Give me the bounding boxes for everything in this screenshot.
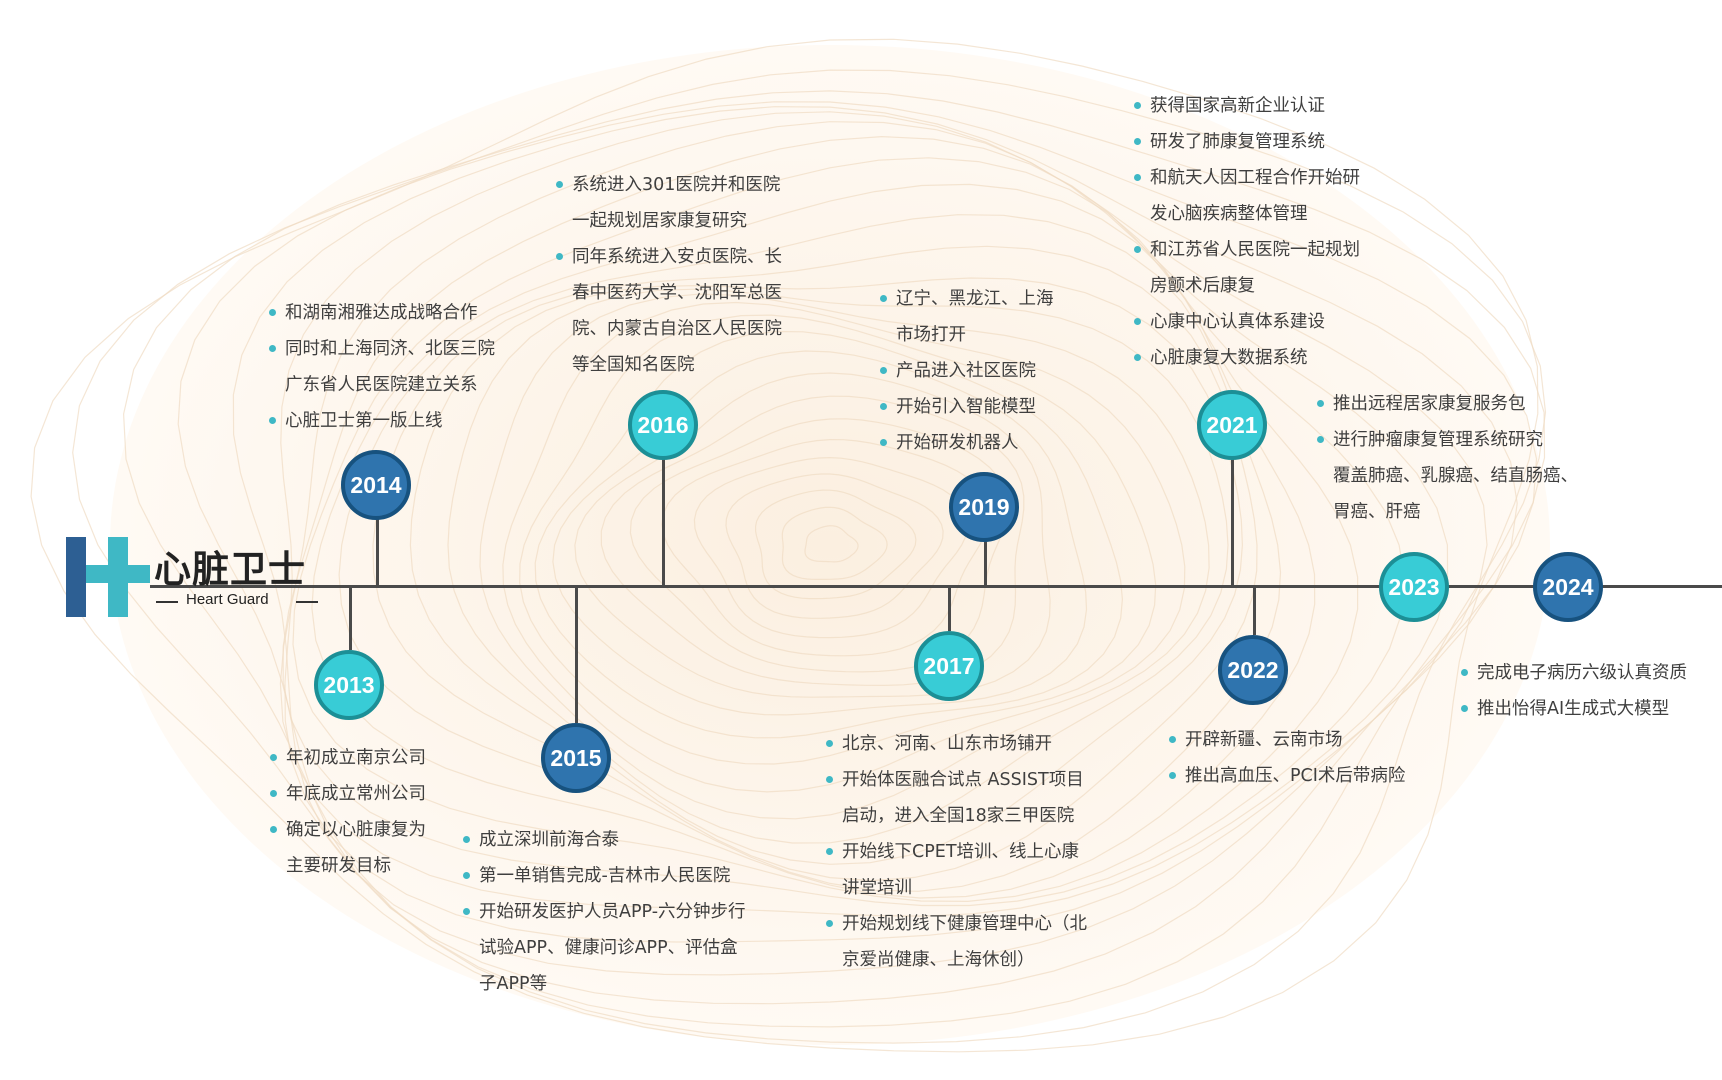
- year-node-2016: 2016: [628, 390, 698, 460]
- stem-2014: [376, 518, 379, 586]
- milestone-item: 心康中心认真体系建设: [1134, 304, 1404, 340]
- year-node-2019: 2019: [949, 472, 1019, 542]
- stem-2016: [662, 458, 665, 586]
- contour-line: [280, 111, 1488, 943]
- contour-line: [409, 277, 1244, 865]
- contour-line: [177, 101, 1538, 1005]
- milestone-item: 北京、河南、山东市场铺开: [826, 726, 1126, 762]
- milestone-item: 开始引入智能模型: [880, 389, 1100, 425]
- milestone-item: 推出远程居家康复服务包: [1317, 386, 1637, 422]
- milestone-item: 进行肿瘤康复管理系统研究 覆盖肺癌、乳腺癌、结直肠癌、 胃癌、肝癌: [1317, 422, 1637, 530]
- contour-line: [552, 350, 1088, 716]
- stem-2021: [1231, 458, 1234, 586]
- milestone-item: 开始规划线下健康管理中心（北 京爱尚健康、上海休创）: [826, 906, 1126, 978]
- milestone-list-2021: 获得国家高新企业认证 研发了肺康复管理系统 和航天人因工程合作开始研 发心脑疾病…: [1134, 88, 1404, 376]
- timeline-axis: [150, 585, 1722, 588]
- brand-logo: 心脏卫士 Heart Guard: [66, 535, 326, 620]
- contour-line: [479, 293, 1210, 820]
- milestone-item: 产品进入社区医院: [880, 353, 1100, 389]
- milestone-item: 系统进入301医院并和医院 一起规划居家康复研究: [556, 167, 806, 239]
- contour-line: [72, 69, 1547, 1044]
- brand-name-en: Heart Guard: [186, 591, 269, 608]
- milestone-list-2016: 系统进入301医院并和医院 一起规划居家康复研究 同年系统进入安贞医院、长 春中…: [556, 167, 806, 383]
- milestone-item: 和江苏省人民医院一起规划 房颤术后康复: [1134, 232, 1404, 304]
- year-node-2024: 2024: [1533, 552, 1603, 622]
- stem-2022: [1253, 587, 1256, 635]
- contour-line: [534, 330, 1124, 739]
- contour-line: [279, 121, 1449, 917]
- contour-line: [804, 525, 859, 563]
- milestone-item: 第一单销售完成-吉林市人民医院: [463, 858, 793, 894]
- milestone-item: 开始研发医护人员APP-六分钟步行 试验APP、健康问诊APP、评估盒 子APP…: [463, 894, 793, 1002]
- year-node-2022: 2022: [1218, 635, 1288, 705]
- stem-2015: [575, 587, 578, 723]
- contour-line: [781, 506, 888, 580]
- milestone-item: 和湖南湘雅达成战略合作: [269, 295, 549, 331]
- milestone-item: 开始线下CPET培训、线上心康 讲堂培训: [826, 834, 1126, 906]
- milestone-item: 辽宁、黑龙江、上海 市场打开: [880, 281, 1100, 353]
- brand-name-cn: 心脏卫士: [154, 548, 306, 591]
- contour-line: [693, 456, 969, 639]
- year-node-2023: 2023: [1379, 552, 1449, 622]
- milestone-list-2017: 北京、河南、山东市场铺开 开始体医融合试点 ASSIST项目 启动，进入全国18…: [826, 726, 1126, 978]
- contour-line: [519, 314, 1157, 765]
- contour-line: [372, 245, 1258, 882]
- milestone-item: 心脏卫士第一版上线: [269, 403, 549, 439]
- stem-2017: [948, 587, 951, 631]
- contour-line: [232, 106, 1518, 976]
- milestone-list-2019: 辽宁、黑龙江、上海 市场打开 产品进入社区医院 开始引入智能模型 开始研发机器人: [880, 281, 1100, 461]
- year-node-2017: 2017: [914, 631, 984, 701]
- contour-line: [447, 288, 1229, 844]
- contour-line: [30, 38, 1539, 1053]
- heart-guard-h-icon: [66, 537, 150, 617]
- logo-rule-right: [296, 601, 318, 603]
- milestone-item: 同时和上海同济、北医三院 广东省人民医院建立关系: [269, 331, 549, 403]
- milestone-item: 开始研发机器人: [880, 425, 1100, 461]
- milestone-item: 心脏康复大数据系统: [1134, 340, 1404, 376]
- milestone-list-2023: 推出远程居家康复服务包 进行肿瘤康复管理系统研究 覆盖肺癌、乳腺癌、结直肠癌、 …: [1317, 386, 1637, 530]
- stem-2019: [984, 540, 987, 586]
- year-node-2013: 2013: [314, 650, 384, 720]
- contour-line: [725, 473, 944, 619]
- milestone-item: 成立深圳前海合泰: [463, 822, 793, 858]
- contour-line: [122, 90, 1546, 1028]
- contour-line: [502, 301, 1186, 793]
- contour-line: [755, 489, 917, 600]
- year-node-2021: 2021: [1197, 390, 1267, 460]
- year-node-2015: 2015: [541, 723, 611, 793]
- milestone-item: 和航天人因工程合作开始研 发心脑疾病整体管理: [1134, 160, 1404, 232]
- milestone-item: 推出高血压、PCI术后带病险: [1169, 758, 1459, 794]
- milestone-item: 开始体医融合试点 ASSIST项目 启动，进入全国18家三甲医院: [826, 762, 1126, 834]
- milestone-item: 开辟新疆、云南市场: [1169, 722, 1459, 758]
- milestone-item: 获得国家高新企业认证: [1134, 88, 1404, 124]
- milestone-item: 完成电子病历六级认真资质: [1461, 655, 1721, 691]
- year-node-2014: 2014: [341, 450, 411, 520]
- milestone-item: 推出怡得AI生成式大模型: [1461, 691, 1721, 727]
- contour-line: [311, 183, 1316, 899]
- milestone-list-2013: 年初成立南京公司 年底成立常州公司 确定以心脏康复为 主要研发目标: [270, 740, 490, 884]
- milestone-list-2024: 完成电子病历六级认真资质 推出怡得AI生成式大模型: [1461, 655, 1721, 727]
- milestone-item: 年底成立常州公司: [270, 776, 490, 812]
- milestone-list-2014: 和湖南湘雅达成战略合作 同时和上海同济、北医三院 广东省人民医院建立关系 心脏卫…: [269, 295, 549, 439]
- stem-2013: [349, 587, 352, 650]
- contour-line: [661, 438, 991, 657]
- contour-line: [338, 214, 1282, 892]
- milestone-item: 年初成立南京公司: [270, 740, 490, 776]
- milestone-item: 确定以心脏康复为 主要研发目标: [270, 812, 490, 884]
- contour-line: [282, 135, 1406, 907]
- milestone-list-2022: 开辟新疆、云南市场 推出高血压、PCI术后带病险: [1169, 722, 1459, 794]
- milestone-item: 研发了肺康复管理系统: [1134, 124, 1404, 160]
- logo-rule-left: [156, 601, 178, 603]
- milestone-list-2015: 成立深圳前海合泰 第一单销售完成-吉林市人民医院 开始研发医护人员APP-六分钟…: [463, 822, 793, 1002]
- milestone-item: 同年系统进入安贞医院、长 春中医药大学、沈阳军总医 院、内蒙古自治区人民医院 等…: [556, 239, 806, 383]
